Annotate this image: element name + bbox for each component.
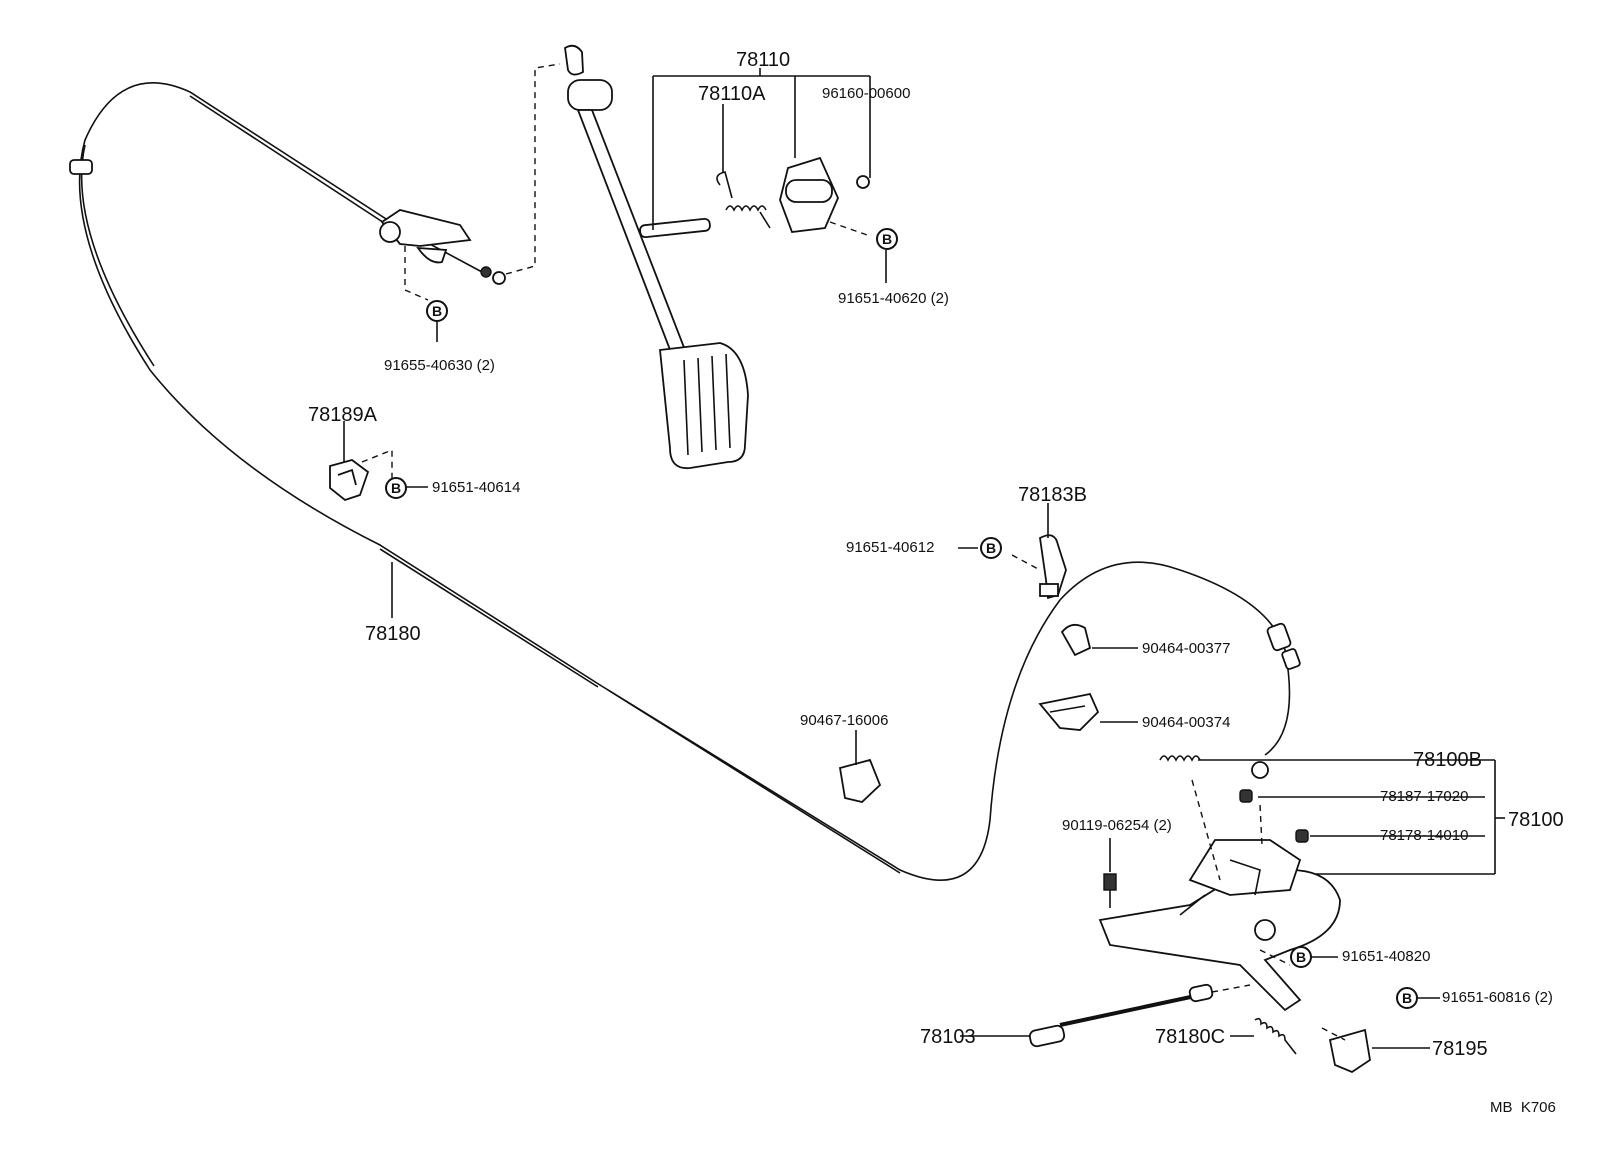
- label-78178-14010: 78178-14010: [1380, 827, 1469, 844]
- cable-clip-90464-00374: [1038, 692, 1100, 731]
- cable-clip-90464-00377: [1060, 623, 1092, 657]
- bolt-marker: B: [426, 300, 448, 322]
- throttle-linkage-bracket: [1098, 839, 1341, 1012]
- label-91651-40612: 91651-40612: [846, 539, 935, 556]
- label-91651-60816: 91651-60816 (2): [1442, 989, 1553, 1006]
- label-90464-00374: 90464-00374: [1142, 714, 1231, 731]
- label-78100B: 78100B: [1413, 749, 1482, 771]
- label-78110A: 78110A: [698, 83, 766, 105]
- label-90467-16006: 90467-16006: [800, 712, 889, 729]
- bolt-marker: B: [876, 228, 898, 250]
- label-78110: 78110: [736, 49, 791, 71]
- throttle-rod: [1028, 983, 1214, 1048]
- label-91655-40630: 91655-40630 (2): [384, 357, 495, 374]
- pedal-bracket: [779, 156, 870, 233]
- bolt-marker: B: [1396, 987, 1418, 1009]
- accelerator-pedal: [564, 44, 749, 470]
- cable-grommet: [69, 159, 93, 175]
- label-78195: 78195: [1432, 1038, 1488, 1060]
- bolt-90119: [1103, 873, 1117, 908]
- bolt-marker: B: [385, 477, 407, 499]
- label-96160-00600: 96160-00600: [822, 85, 911, 102]
- label-78180C: 78180C: [1155, 1026, 1226, 1048]
- label-90464-00377: 90464-00377: [1142, 640, 1231, 657]
- pedal-return-spring: [716, 171, 771, 229]
- label-78187-17020: 78187-17020: [1380, 788, 1469, 805]
- return-spring-78180C: [1254, 1017, 1297, 1055]
- cable-adjuster: [1251, 622, 1301, 779]
- diagram-code: MB K706: [1490, 1099, 1556, 1116]
- cable-bracket-upper: [379, 209, 506, 285]
- bracket-78195: [1328, 1028, 1371, 1074]
- label-91651-40820: 91651-40820: [1342, 948, 1431, 965]
- label-90119-06254: 90119-06254 (2): [1062, 817, 1172, 834]
- label-78183B: 78183B: [1018, 484, 1087, 506]
- label-78189A: 78189A: [308, 404, 377, 426]
- label-91651-40614: 91651-40614: [432, 479, 521, 496]
- bolt-marker: B: [980, 537, 1002, 559]
- label-91651-40620: 91651-40620 (2): [838, 290, 949, 307]
- cable-clip-90467: [838, 758, 882, 803]
- cable-clamp-78183B: [1039, 534, 1067, 600]
- accelerator-cable: [78, 82, 1291, 881]
- label-78100: 78100: [1508, 809, 1564, 831]
- label-78180: 78180: [365, 623, 421, 645]
- label-78103: 78103: [920, 1026, 976, 1048]
- bolt-marker: B: [1290, 946, 1312, 968]
- cable-clamp-78189A: [329, 459, 370, 502]
